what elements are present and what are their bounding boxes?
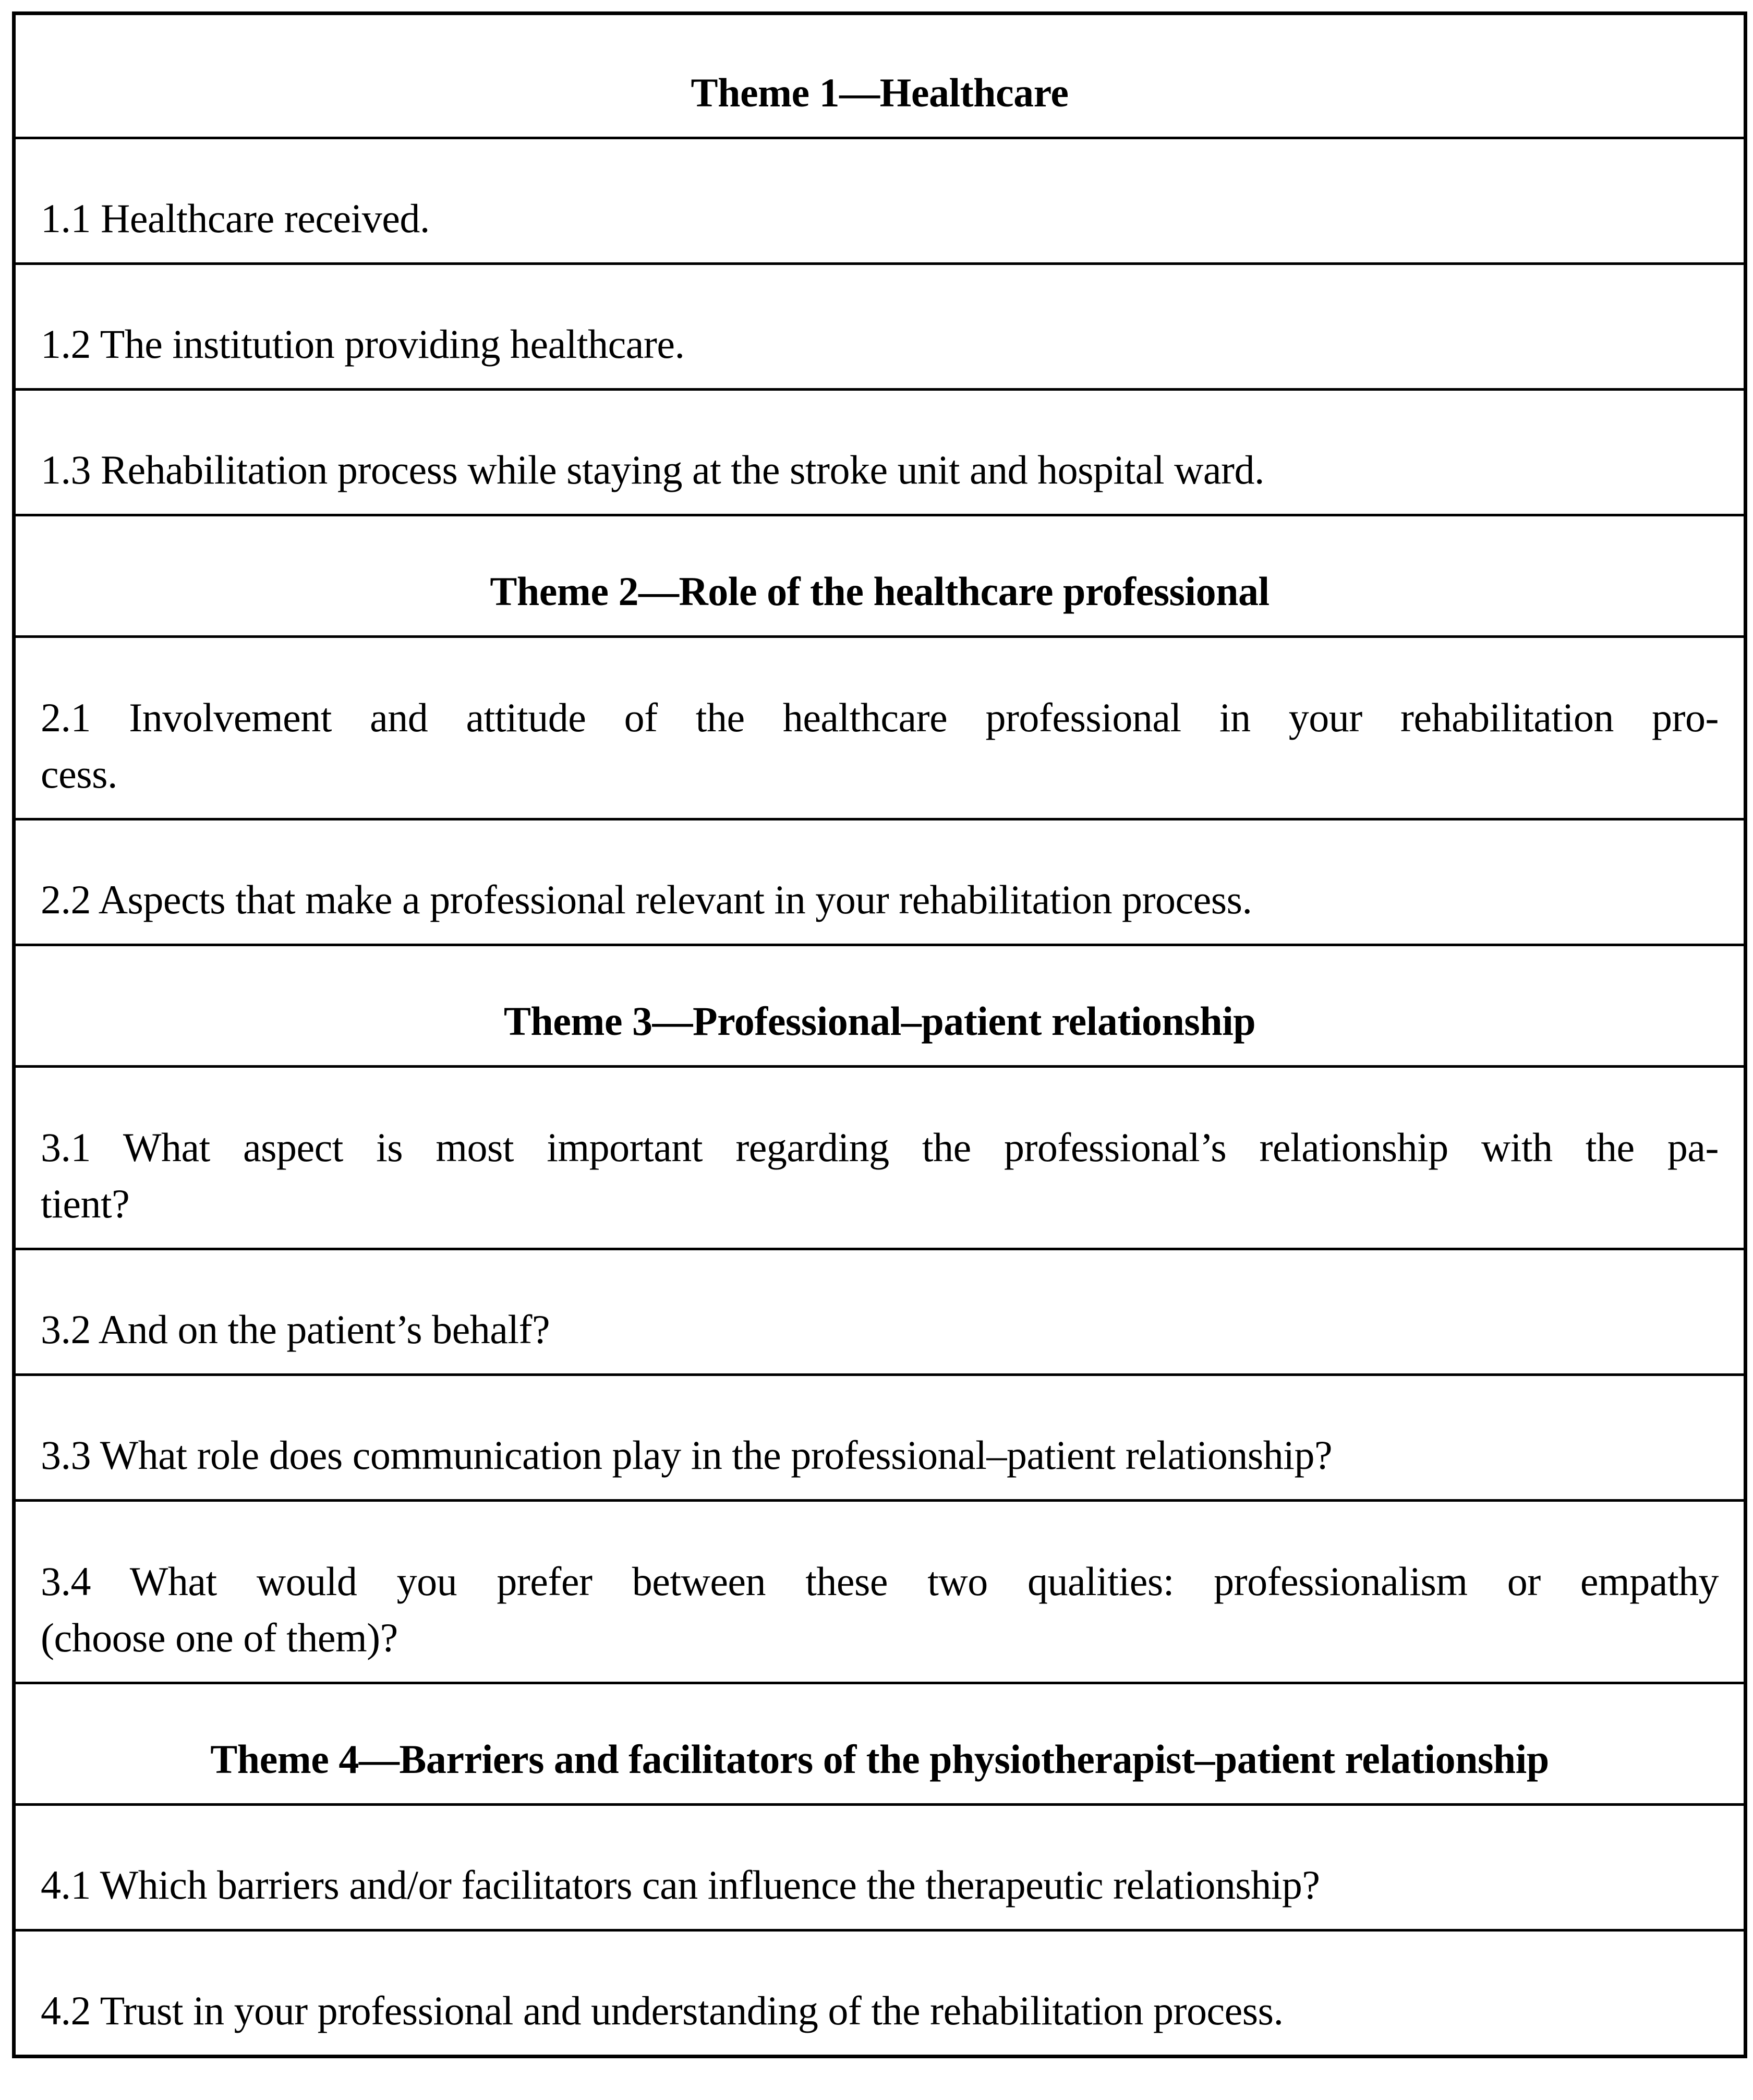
theme-header-row: Theme 1—Healthcare [16,15,1744,137]
question-row: 2.1 Involvement and attitude of the heal… [16,635,1744,818]
theme-title: Theme 3—Professional–patient relationshi… [503,998,1256,1044]
question-row: 3.3 What role does communication play in… [16,1373,1744,1499]
question-text-line: 1.2 The institution providing healthcare… [41,321,685,367]
theme-title: Theme 4—Barriers and facilitators of the… [210,1736,1549,1782]
question-row: 4.2 Trust in your professional and under… [16,1929,1744,2055]
question-text-line: 3.2 And on the patient’s behalf? [41,1307,550,1352]
interview-guide-table: Theme 1—Healthcare 1.1 Healthcare receive… [12,11,1747,2058]
theme-header-row: Theme 2—Role of the healthcare professio… [16,514,1744,635]
question-text-line: 3.4 What would you prefer between these … [41,1559,1719,1604]
theme-title: Theme 1—Healthcare [691,70,1069,115]
question-row: 4.1 Which barriers and/or facilitators c… [16,1803,1744,1929]
question-text-line: (choose one of them)? [41,1615,398,1660]
theme-header-row: Theme 4—Barriers and facilitators of the… [16,1682,1744,1803]
theme-title: Theme 2—Role of the healthcare professio… [490,569,1270,614]
question-text-line: 1.1 Healthcare received. [41,196,430,241]
question-text-line: 2.2 Aspects that make a professional rel… [41,877,1252,922]
theme-header-row: Theme 3—Professional–patient relationshi… [16,944,1744,1065]
question-row: 1.3 Rehabilitation process while staying… [16,388,1744,514]
question-row: 2.2 Aspects that make a professional rel… [16,818,1744,944]
question-text-line: tient? [41,1181,130,1226]
question-text-line: 3.3 What role does communication play in… [41,1432,1333,1478]
question-text-line: 3.1 What aspect is most important regard… [41,1125,1719,1170]
question-row: 3.1 What aspect is most important regard… [16,1065,1744,1248]
question-text-line: 1.3 Rehabilitation process while staying… [41,447,1265,492]
question-text-line: cess. [41,751,117,796]
question-row: 1.1 Healthcare received. [16,137,1744,262]
question-row: 3.4 What would you prefer between these … [16,1499,1744,1682]
question-row: 1.2 The institution providing healthcare… [16,262,1744,388]
question-text-line: 4.2 Trust in your professional and under… [41,1988,1284,2033]
question-text-line: 4.1 Which barriers and/or facilitators c… [41,1862,1320,1908]
question-row: 3.2 And on the patient’s behalf? [16,1248,1744,1373]
question-text-line: 2.1 Involvement and attitude of the heal… [41,695,1719,740]
